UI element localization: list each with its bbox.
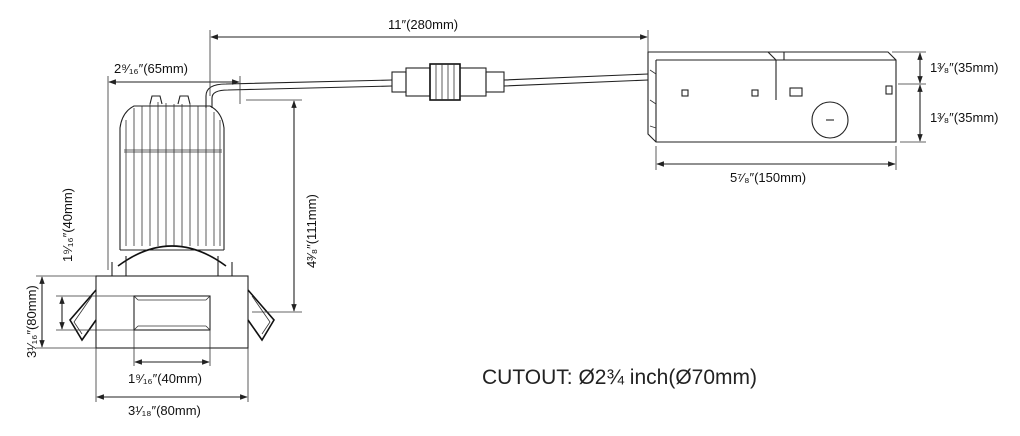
heat-sink [117,95,227,267]
driver-length-label: 5⁷⁄₈″(150mm) [730,170,806,185]
cable-connector [391,63,649,101]
trim-height-label: 3¹⁄₁₆″(80mm) [24,285,39,358]
cable-length-label: 11″(280mm) [388,17,458,32]
trim-width-label: 3¹⁄₁₈″(80mm) [128,403,201,418]
aperture-width-label: 1⁹⁄₁₆″(40mm) [128,371,202,386]
driver-height-label: 1³⁄₈″(35mm) [930,110,999,125]
square-trim [69,275,275,349]
driver-box [647,51,897,143]
aperture-height-label: 1⁹⁄₁₆″(40mm) [60,188,75,262]
downlight-fixture [69,79,393,349]
height-label: 4³⁄₈″(111mm) [304,194,319,268]
body-width-label: 2⁹⁄₁₆″(65mm) [114,61,188,76]
driver-depth-label: 1³⁄₈″(35mm) [930,60,999,75]
cutout-label: CUTOUT: Ø2¾ inch(Ø70mm) [482,366,757,389]
